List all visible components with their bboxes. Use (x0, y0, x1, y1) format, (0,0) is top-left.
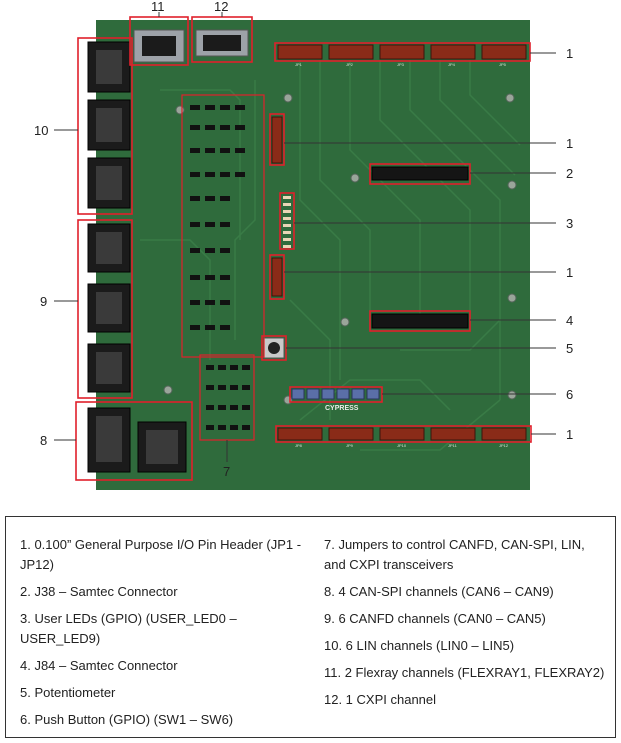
callout-2: 2 (566, 166, 574, 181)
header-label-jp9: JP9 (346, 443, 354, 448)
legend-item-7: 7. Jumpers to control CANFD, CAN-SPI, LI… (324, 537, 585, 572)
bottom-pin-headers (277, 427, 527, 441)
legend-item-4: 4. J84 – Samtec Connector (20, 658, 178, 673)
user-leds (283, 196, 291, 248)
callout-4: 4 (566, 313, 574, 328)
bottom-header-labels: JP8 JP9 JP10 JP11 JP12 (295, 443, 509, 448)
callout-10: 10 (34, 123, 49, 138)
legend-item-10: 10. 6 LIN channels (LIN0 – LIN5) (324, 638, 515, 653)
cxpi-connector (195, 29, 249, 57)
header-label-jp10: JP10 (397, 443, 407, 448)
header-label-jp11: JP11 (448, 443, 458, 448)
legend-item-9: 9. 6 CANFD channels (CAN0 – CAN5) (324, 611, 546, 626)
vertical-pin-header-lower (271, 257, 283, 297)
legend-item-11: 11. 2 Flexray channels (FLEXRAY1, FLEXRA… (324, 665, 605, 680)
j38-samtec-connector (371, 166, 469, 181)
lin-callout-box (77, 37, 133, 215)
legend-item-5: 5. Potentiometer (20, 685, 116, 700)
board-figure: JP1 JP2 JP3 JP4 JP5 CYPRESS (54, 12, 556, 490)
callout-1-upper-vertical: 1 (566, 136, 574, 151)
header-label-jp12: JP12 (499, 443, 509, 448)
legend-item-3: 3. User LEDs (GPIO) (USER_LED0 – USER_LE… (20, 611, 237, 646)
jumper-area (181, 94, 265, 441)
potentiometer (263, 337, 285, 359)
flexray-connector (133, 29, 185, 63)
legend-item-12: 12. 1 CXPI channel (324, 692, 437, 707)
callout-7: 7 (223, 464, 231, 479)
legend-item-8: 8. 4 CAN-SPI channels (CAN6 – CAN9) (324, 584, 554, 599)
header-label-jp4: JP4 (448, 62, 456, 67)
push-buttons (291, 388, 380, 400)
canfd-callout-box (77, 219, 133, 399)
callout-1-lower-vertical: 1 (566, 265, 574, 280)
legend-column-right: 7. Jumpers to control CANFD, CAN-SPI, LI… (324, 535, 609, 717)
can-spi-connectors (87, 407, 187, 473)
callout-6: 6 (566, 387, 574, 402)
top-pin-headers (277, 44, 527, 60)
callout-3: 3 (566, 216, 574, 231)
callout-1-bottom: 1 (566, 427, 574, 442)
callout-9: 9 (40, 294, 48, 309)
canfd-connectors (87, 223, 131, 393)
header-label-jp3: JP3 (397, 62, 405, 67)
legend-item-6: 6. Push Button (GPIO) (SW1 – SW6) (20, 712, 234, 727)
legend-column-left: 1. 0.100” General Purpose I/O Pin Header… (20, 535, 310, 737)
vertical-pin-header-upper (271, 116, 283, 164)
header-label-jp2: JP2 (346, 62, 354, 67)
top-header-labels: JP1 JP2 JP3 JP4 JP5 (295, 62, 507, 67)
legend-box: 1. 0.100” General Purpose I/O Pin Header… (5, 516, 616, 738)
callout-5: 5 (566, 341, 574, 356)
header-label-jp8: JP8 (295, 443, 303, 448)
j84-samtec-connector (371, 313, 469, 329)
header-label-jp5: JP5 (499, 62, 507, 67)
brand-logo: CYPRESS (325, 405, 359, 412)
callout-8: 8 (40, 433, 48, 448)
lin-connectors (87, 41, 131, 209)
legend-item-2: 2. J38 – Samtec Connector (20, 584, 178, 599)
legend-item-1: 1. 0.100” General Purpose I/O Pin Header… (20, 537, 302, 572)
pcb-board (96, 20, 530, 490)
callout-1-top: 1 (566, 46, 574, 61)
header-label-jp1: JP1 (295, 62, 303, 67)
callout-11: 11 (151, 0, 165, 14)
leader-lines (54, 12, 556, 462)
callout-12: 12 (214, 0, 229, 14)
can-spi-callout-box (75, 401, 193, 481)
